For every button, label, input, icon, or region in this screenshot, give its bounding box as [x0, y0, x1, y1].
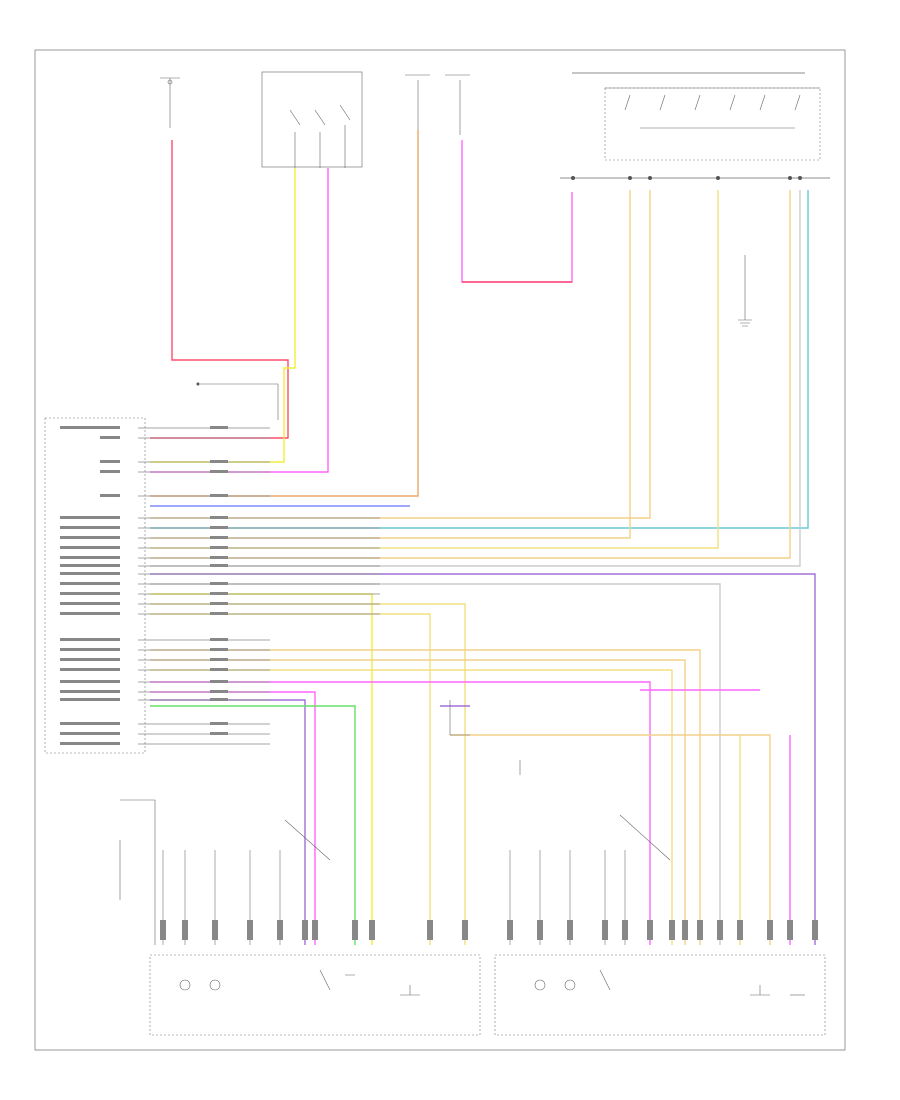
red-wire-left	[150, 140, 289, 439]
peach-wire-lower-2	[150, 659, 686, 945]
magenta-wire-fuse	[461, 140, 573, 283]
green-wire	[150, 705, 356, 945]
magenta-wire-lower	[150, 681, 651, 945]
ground-symbol-right	[738, 255, 752, 327]
center-fuses	[405, 74, 470, 135]
tan-wire-lower-3	[150, 669, 673, 945]
peach-wire-3	[150, 190, 791, 559]
tan-wire-1	[150, 190, 719, 549]
peach-wire-2	[150, 190, 651, 519]
violet-wire-lower	[150, 699, 306, 945]
relay-bank	[560, 72, 830, 180]
center-leaders	[284, 700, 671, 861]
ground-symbol-left	[119, 799, 156, 945]
diagram-frame	[34, 49, 846, 1051]
connector-switch	[196, 382, 279, 420]
driver-door-module	[149, 850, 481, 1036]
switch-assembly	[261, 71, 363, 168]
magenta-wire-switch	[150, 168, 329, 473]
tan-wire-lower-2	[150, 613, 431, 945]
yellow-wire-lower	[150, 593, 373, 945]
magenta-wire-lower-2	[150, 691, 316, 945]
cyan-wire	[150, 190, 809, 529]
left-connector-block	[44, 417, 380, 754]
gray-wire-1	[150, 190, 801, 567]
peach-wire-1	[150, 190, 631, 539]
top-left-power-source	[160, 77, 180, 128]
passenger-door-module	[494, 850, 826, 1036]
tan-wire-lower-1	[150, 603, 466, 945]
peach-wire-lower-1	[150, 649, 701, 945]
gray-wire-lower	[150, 583, 721, 945]
